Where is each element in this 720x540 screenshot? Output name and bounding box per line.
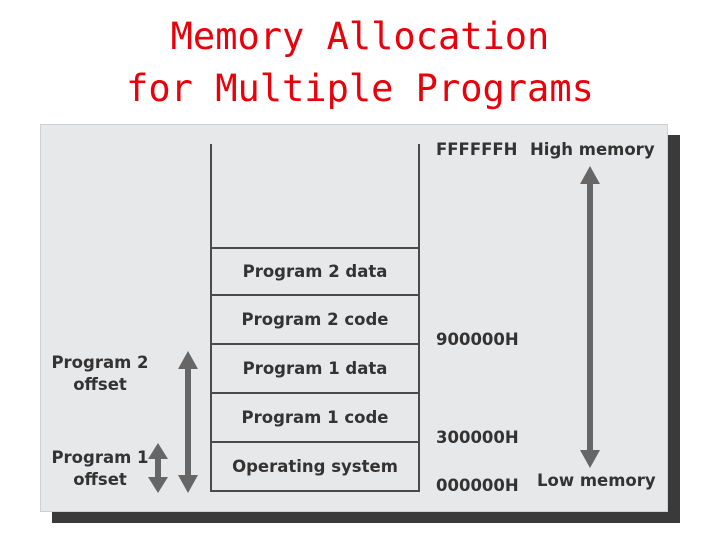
memory-stack: Program 2 data Program 2 code Program 1 …: [210, 247, 420, 492]
memory-column-left-edge: [210, 144, 212, 248]
address-top: FFFFFFH: [436, 140, 518, 159]
address-bottom: 000000H: [436, 476, 519, 495]
title-line-2: for Multiple Programs: [126, 67, 594, 110]
block-program-1-code: Program 1 code: [210, 394, 420, 443]
program-1-offset-label: Program 1 offset: [51, 448, 149, 489]
program-2-offset-arrow: [178, 351, 198, 493]
program-1-offset-arrow: [148, 443, 168, 493]
memory-column-right-edge: [418, 144, 420, 248]
block-program-1-data: Program 1 data: [210, 345, 420, 394]
title-line-1: Memory Allocation: [170, 15, 550, 58]
block-operating-system: Operating system: [210, 443, 420, 492]
block-program-2-data: Program 2 data: [210, 247, 420, 296]
address-program-1-start: 300000H: [436, 428, 519, 447]
memory-range-arrow: [580, 166, 600, 468]
address-program-2-start: 900000H: [436, 330, 519, 349]
block-program-2-code: Program 2 code: [210, 296, 420, 345]
program-2-offset-label: Program 2 offset: [51, 353, 149, 394]
low-memory-label: Low memory: [537, 471, 656, 490]
high-memory-label: High memory: [530, 140, 655, 159]
